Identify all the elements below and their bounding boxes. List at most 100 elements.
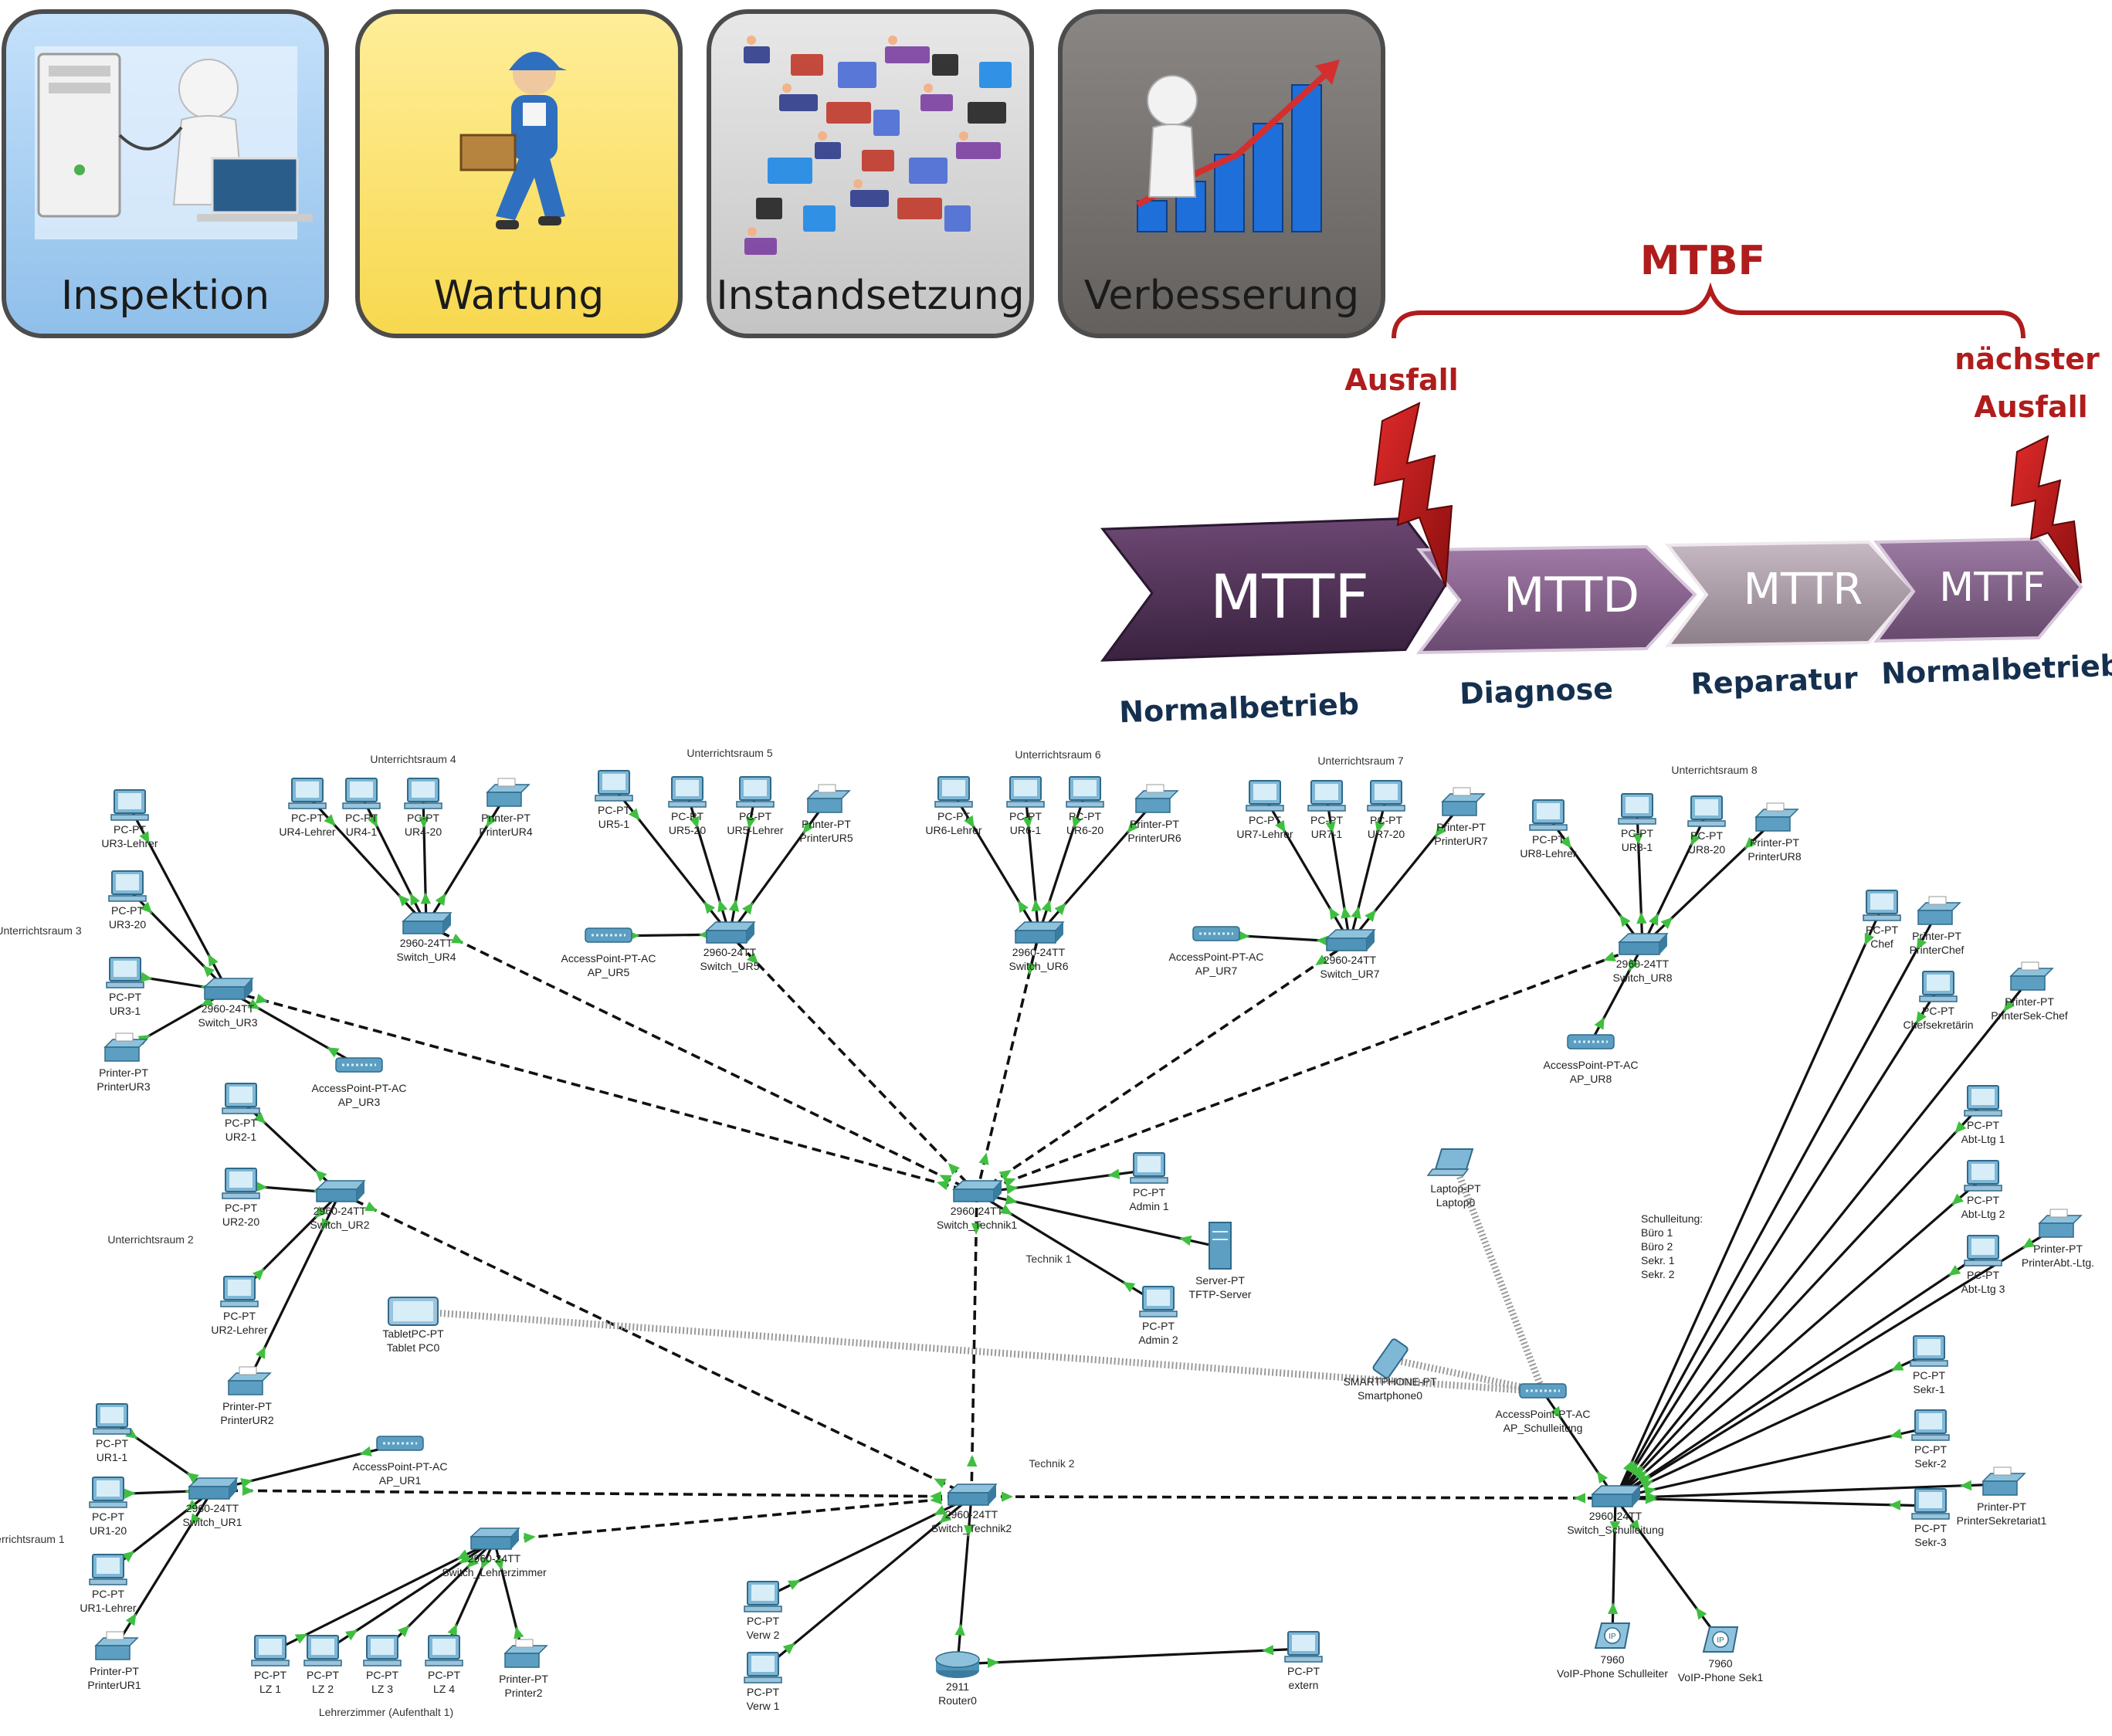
pc-icon	[342, 778, 381, 809]
link-status-icon	[486, 814, 497, 828]
card-instandsetzung[interactable]: Instandsetzung	[707, 9, 1034, 338]
link-status-icon	[481, 1556, 491, 1570]
device-name-label: Sekr-1	[1913, 1383, 1944, 1395]
device-name-label: Switch_UR3	[198, 1016, 257, 1029]
link-status-icon	[934, 1505, 947, 1515]
link-status-icon	[728, 899, 740, 912]
room-label-technik1: Technik 1	[1025, 1253, 1071, 1265]
card-wartung[interactable]: Wartung	[355, 9, 683, 338]
chevron-mttf-2	[1873, 537, 2083, 643]
printer-icon	[486, 778, 531, 807]
card-verbesserung[interactable]: Verbesserung	[1058, 9, 1385, 338]
device-name-label: Abt-Ltg 1	[1961, 1133, 2005, 1145]
link-status-icon	[344, 1629, 358, 1641]
switch-icon	[952, 1180, 1003, 1202]
device-name-label: UR2-1	[225, 1131, 257, 1143]
card-inspektion[interactable]: Inspektion	[2, 9, 329, 338]
link-status-icon	[1951, 1193, 1965, 1205]
arrow-label-mttr: MTTR	[1744, 565, 1863, 615]
link-status-icon	[1619, 914, 1631, 927]
